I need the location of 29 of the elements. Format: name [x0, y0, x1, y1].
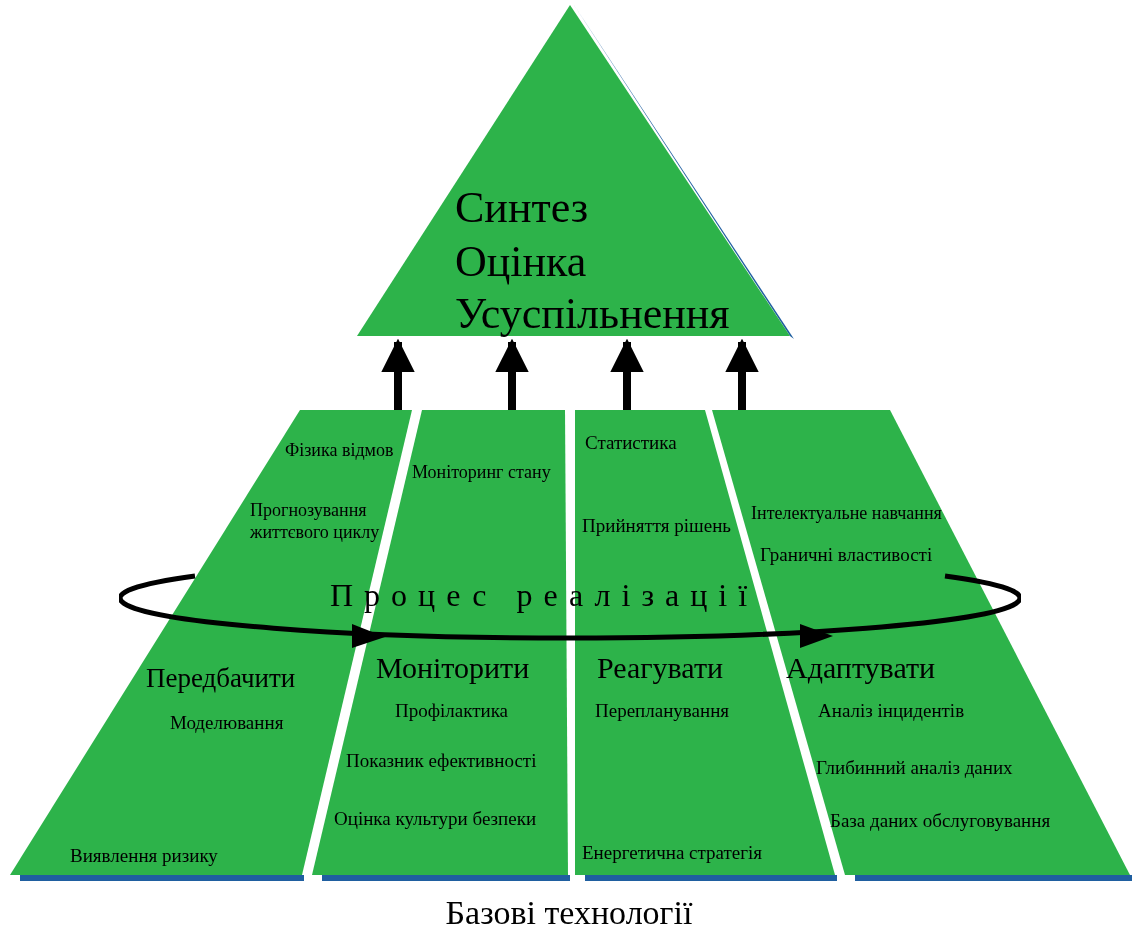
technology-label: Моделювання — [170, 712, 284, 735]
technology-label: Аналіз інцидентів — [818, 700, 965, 723]
column-heading: Адаптувати — [786, 650, 936, 686]
technology-label: Граничні властивості — [760, 544, 933, 567]
arrow — [381, 338, 415, 410]
technology-label: Прийняття рішень — [582, 515, 731, 538]
technology-label: Глибинний аналіз даних — [816, 757, 1013, 780]
column-heading: Моніторити — [376, 650, 530, 686]
caption: Базові технології — [444, 893, 694, 933]
technology-label: Моніторинг стану — [412, 462, 551, 484]
arrow — [610, 338, 644, 410]
technology-label: Інтелектуальне навчання — [751, 503, 942, 525]
column-heading: Реагувати — [597, 650, 724, 686]
technology-label: Фізика відмов — [285, 440, 394, 462]
technology-label: Оцінка культури безпеки — [334, 808, 537, 831]
technology-label: Виявлення ризику — [70, 845, 218, 868]
technology-label: Перепланування — [595, 700, 730, 723]
apex-text: Усуспільнення — [455, 288, 730, 340]
arrow — [495, 338, 529, 410]
column-heading: Передбачити — [146, 662, 296, 695]
technology-label: Прогнозування життєвого циклу — [250, 500, 381, 544]
technology-label: База даних обслуговування — [830, 810, 1051, 833]
technology-label: Статистика — [585, 432, 677, 455]
apex-text: Синтез — [455, 182, 589, 234]
apex-text: Оцінка — [455, 236, 587, 288]
technology-label: Профілактика — [395, 700, 509, 723]
technology-label: Енергетична стратегія — [582, 842, 763, 865]
technology-label: Показник ефективності — [346, 750, 537, 773]
arrow — [725, 338, 759, 410]
